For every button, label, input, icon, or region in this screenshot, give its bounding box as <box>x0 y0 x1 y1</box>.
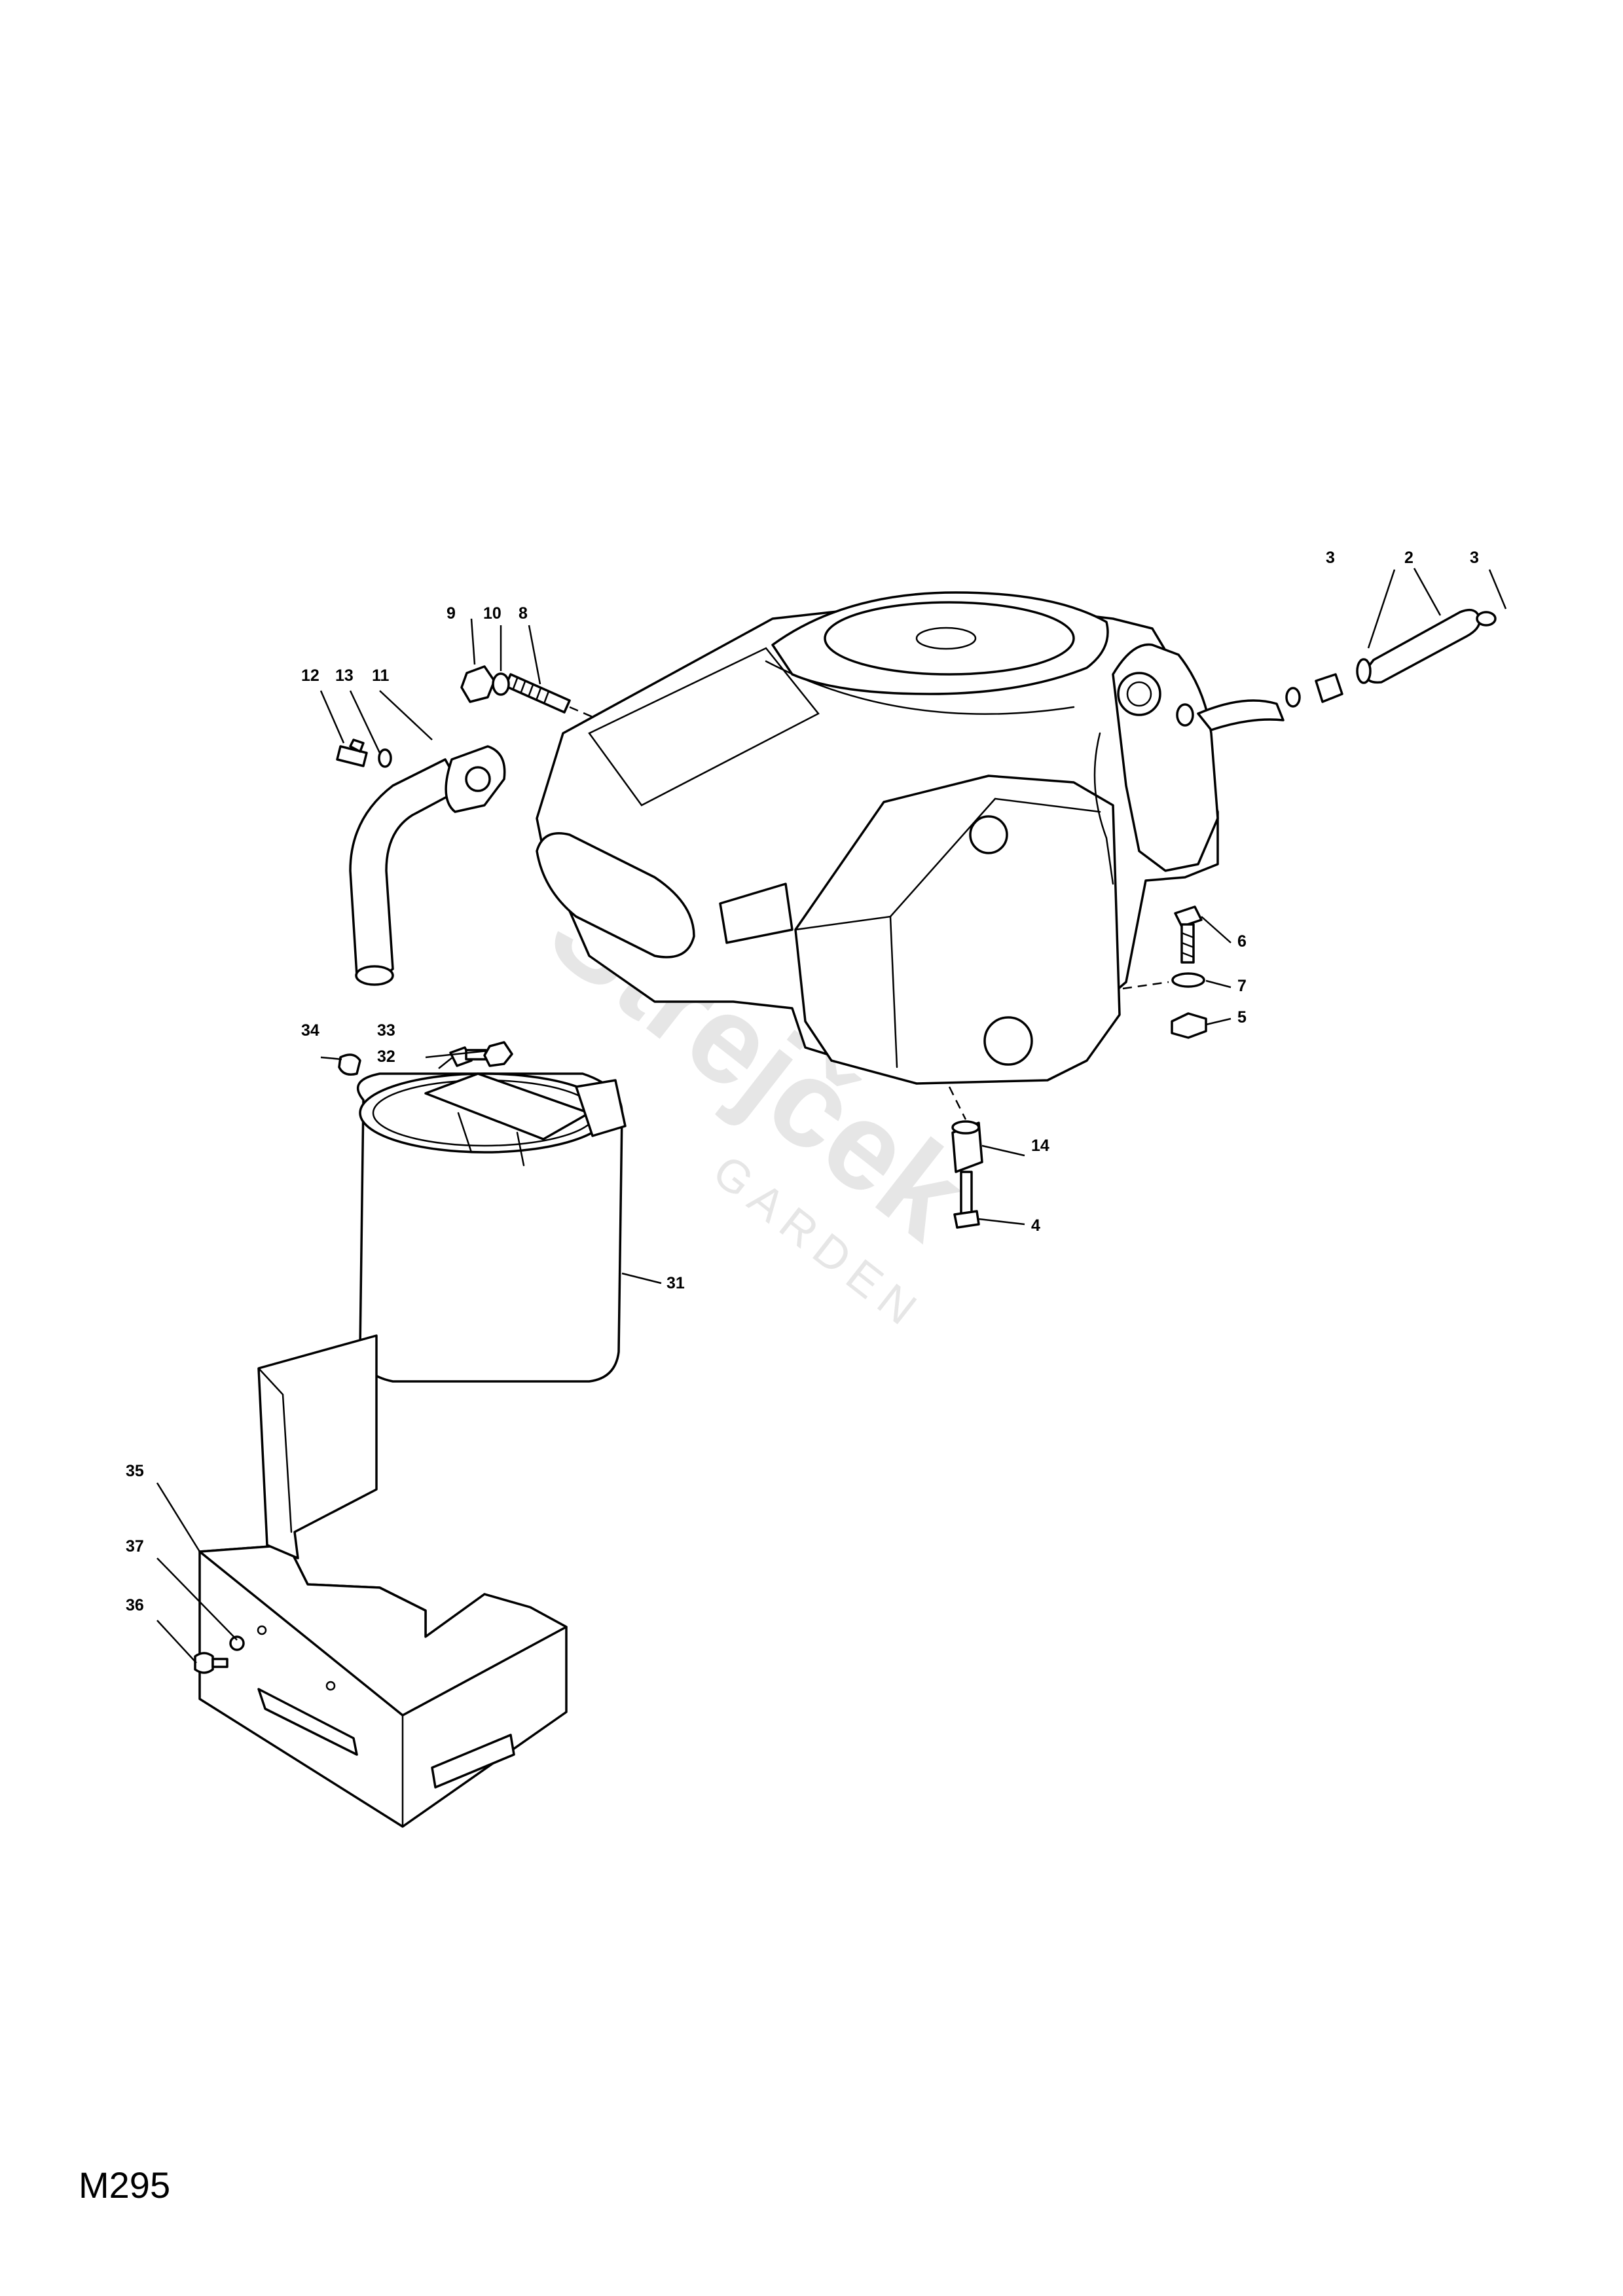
bolt <box>336 745 368 767</box>
washer <box>378 748 392 768</box>
callout-11: 11 <box>372 666 390 685</box>
callout-7: 7 <box>1237 977 1247 995</box>
callout-36: 36 <box>126 1596 144 1614</box>
fuel-line-group <box>1176 608 1497 731</box>
screw <box>194 1652 214 1674</box>
stud <box>504 673 571 714</box>
fuel-hose-lower <box>1197 699 1285 731</box>
nut <box>1171 1012 1207 1039</box>
callout-6: 6 <box>1237 932 1247 951</box>
washer <box>229 1635 245 1651</box>
nut <box>483 1041 513 1067</box>
callout-2: 2 <box>1404 549 1413 567</box>
callout-3: 3 <box>1470 549 1479 567</box>
callout-13: 13 <box>335 666 354 685</box>
stud-nut-washer-group <box>460 665 593 718</box>
callout-12: 12 <box>301 666 319 685</box>
bolt <box>953 1210 980 1229</box>
spacer-bolt-group <box>948 1086 983 1229</box>
clip <box>338 1053 361 1076</box>
callout-3: 3 <box>1326 549 1335 567</box>
hose-clamp <box>1356 658 1372 684</box>
callout-labels: 2 3 3 4 5 6 7 8 9 10 11 12 13 14 31 32 3… <box>126 549 1479 1614</box>
muffler-guard-group <box>194 1334 568 1828</box>
vent-slot <box>257 1688 358 1756</box>
callout-9: 9 <box>447 604 456 623</box>
hose-clamp <box>1476 611 1497 627</box>
callout-37: 37 <box>126 1537 144 1556</box>
leader-lines <box>156 568 1507 1664</box>
exhaust-pipe <box>349 758 463 979</box>
drawing-code: M295 <box>79 2164 171 2206</box>
callout-35: 35 <box>126 1462 144 1480</box>
callout-5: 5 <box>1237 1008 1247 1027</box>
callout-33: 33 <box>377 1021 395 1040</box>
vent-slot <box>431 1734 515 1789</box>
callout-34: 34 <box>301 1021 319 1040</box>
callout-32: 32 <box>377 1048 395 1066</box>
engine-assembly <box>536 591 1219 1085</box>
washer <box>1171 972 1205 988</box>
callout-10: 10 <box>483 604 501 623</box>
muffler-group <box>338 1041 627 1383</box>
callout-14: 14 <box>1031 1137 1049 1155</box>
washer <box>492 672 510 696</box>
callout-8: 8 <box>519 604 528 623</box>
heat-shield-plate <box>257 1334 378 1559</box>
callout-31: 31 <box>666 1274 685 1292</box>
fuel-hose <box>1364 608 1481 684</box>
fuel-filter <box>1315 673 1343 703</box>
exhaust-pipe-group <box>336 738 506 986</box>
nut <box>460 665 496 703</box>
engine-mount-bolt-group <box>1122 905 1207 1039</box>
bolt-head <box>1174 905 1203 928</box>
callout-4: 4 <box>1031 1216 1040 1235</box>
